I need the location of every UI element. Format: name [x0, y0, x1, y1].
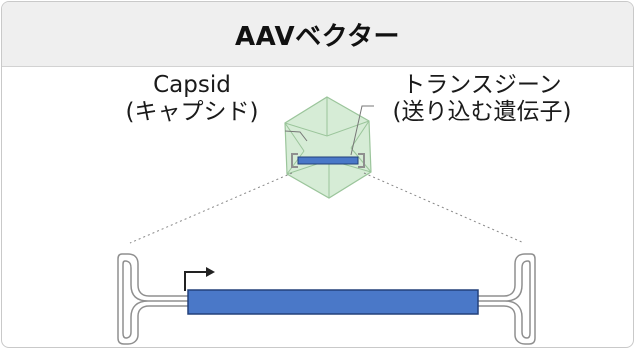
transgene-label-ja: トランスジーン: [402, 72, 562, 98]
capsid-label-ja: (キャプシド): [125, 99, 259, 125]
aav-diagram: [117, 96, 536, 345]
transgene-label-desc: (送り込む遺伝子): [392, 99, 572, 125]
itr-right: [476, 253, 536, 345]
zoom-line-left: [129, 172, 293, 244]
header: AAVベクター: [2, 2, 633, 67]
transgene-label: トランスジーン (送り込む遺伝子): [362, 72, 602, 126]
transgene-pointer-line: [350, 105, 374, 156]
capsid-transgene-bar: [297, 156, 359, 165]
header-title: AAVベクター: [234, 21, 401, 52]
zoom-line-right: [363, 172, 525, 244]
capsid-label: Capsid (キャプシド): [102, 72, 282, 126]
promoter-arrow: [184, 267, 215, 291]
itr-left: [117, 253, 188, 345]
capsid-pointer-line: [284, 130, 308, 142]
transgene-bar: [187, 289, 479, 315]
capsid-genome: [291, 153, 365, 168]
capsid-label-en: Capsid: [153, 72, 231, 98]
capsid-icosahedron: [284, 96, 372, 199]
